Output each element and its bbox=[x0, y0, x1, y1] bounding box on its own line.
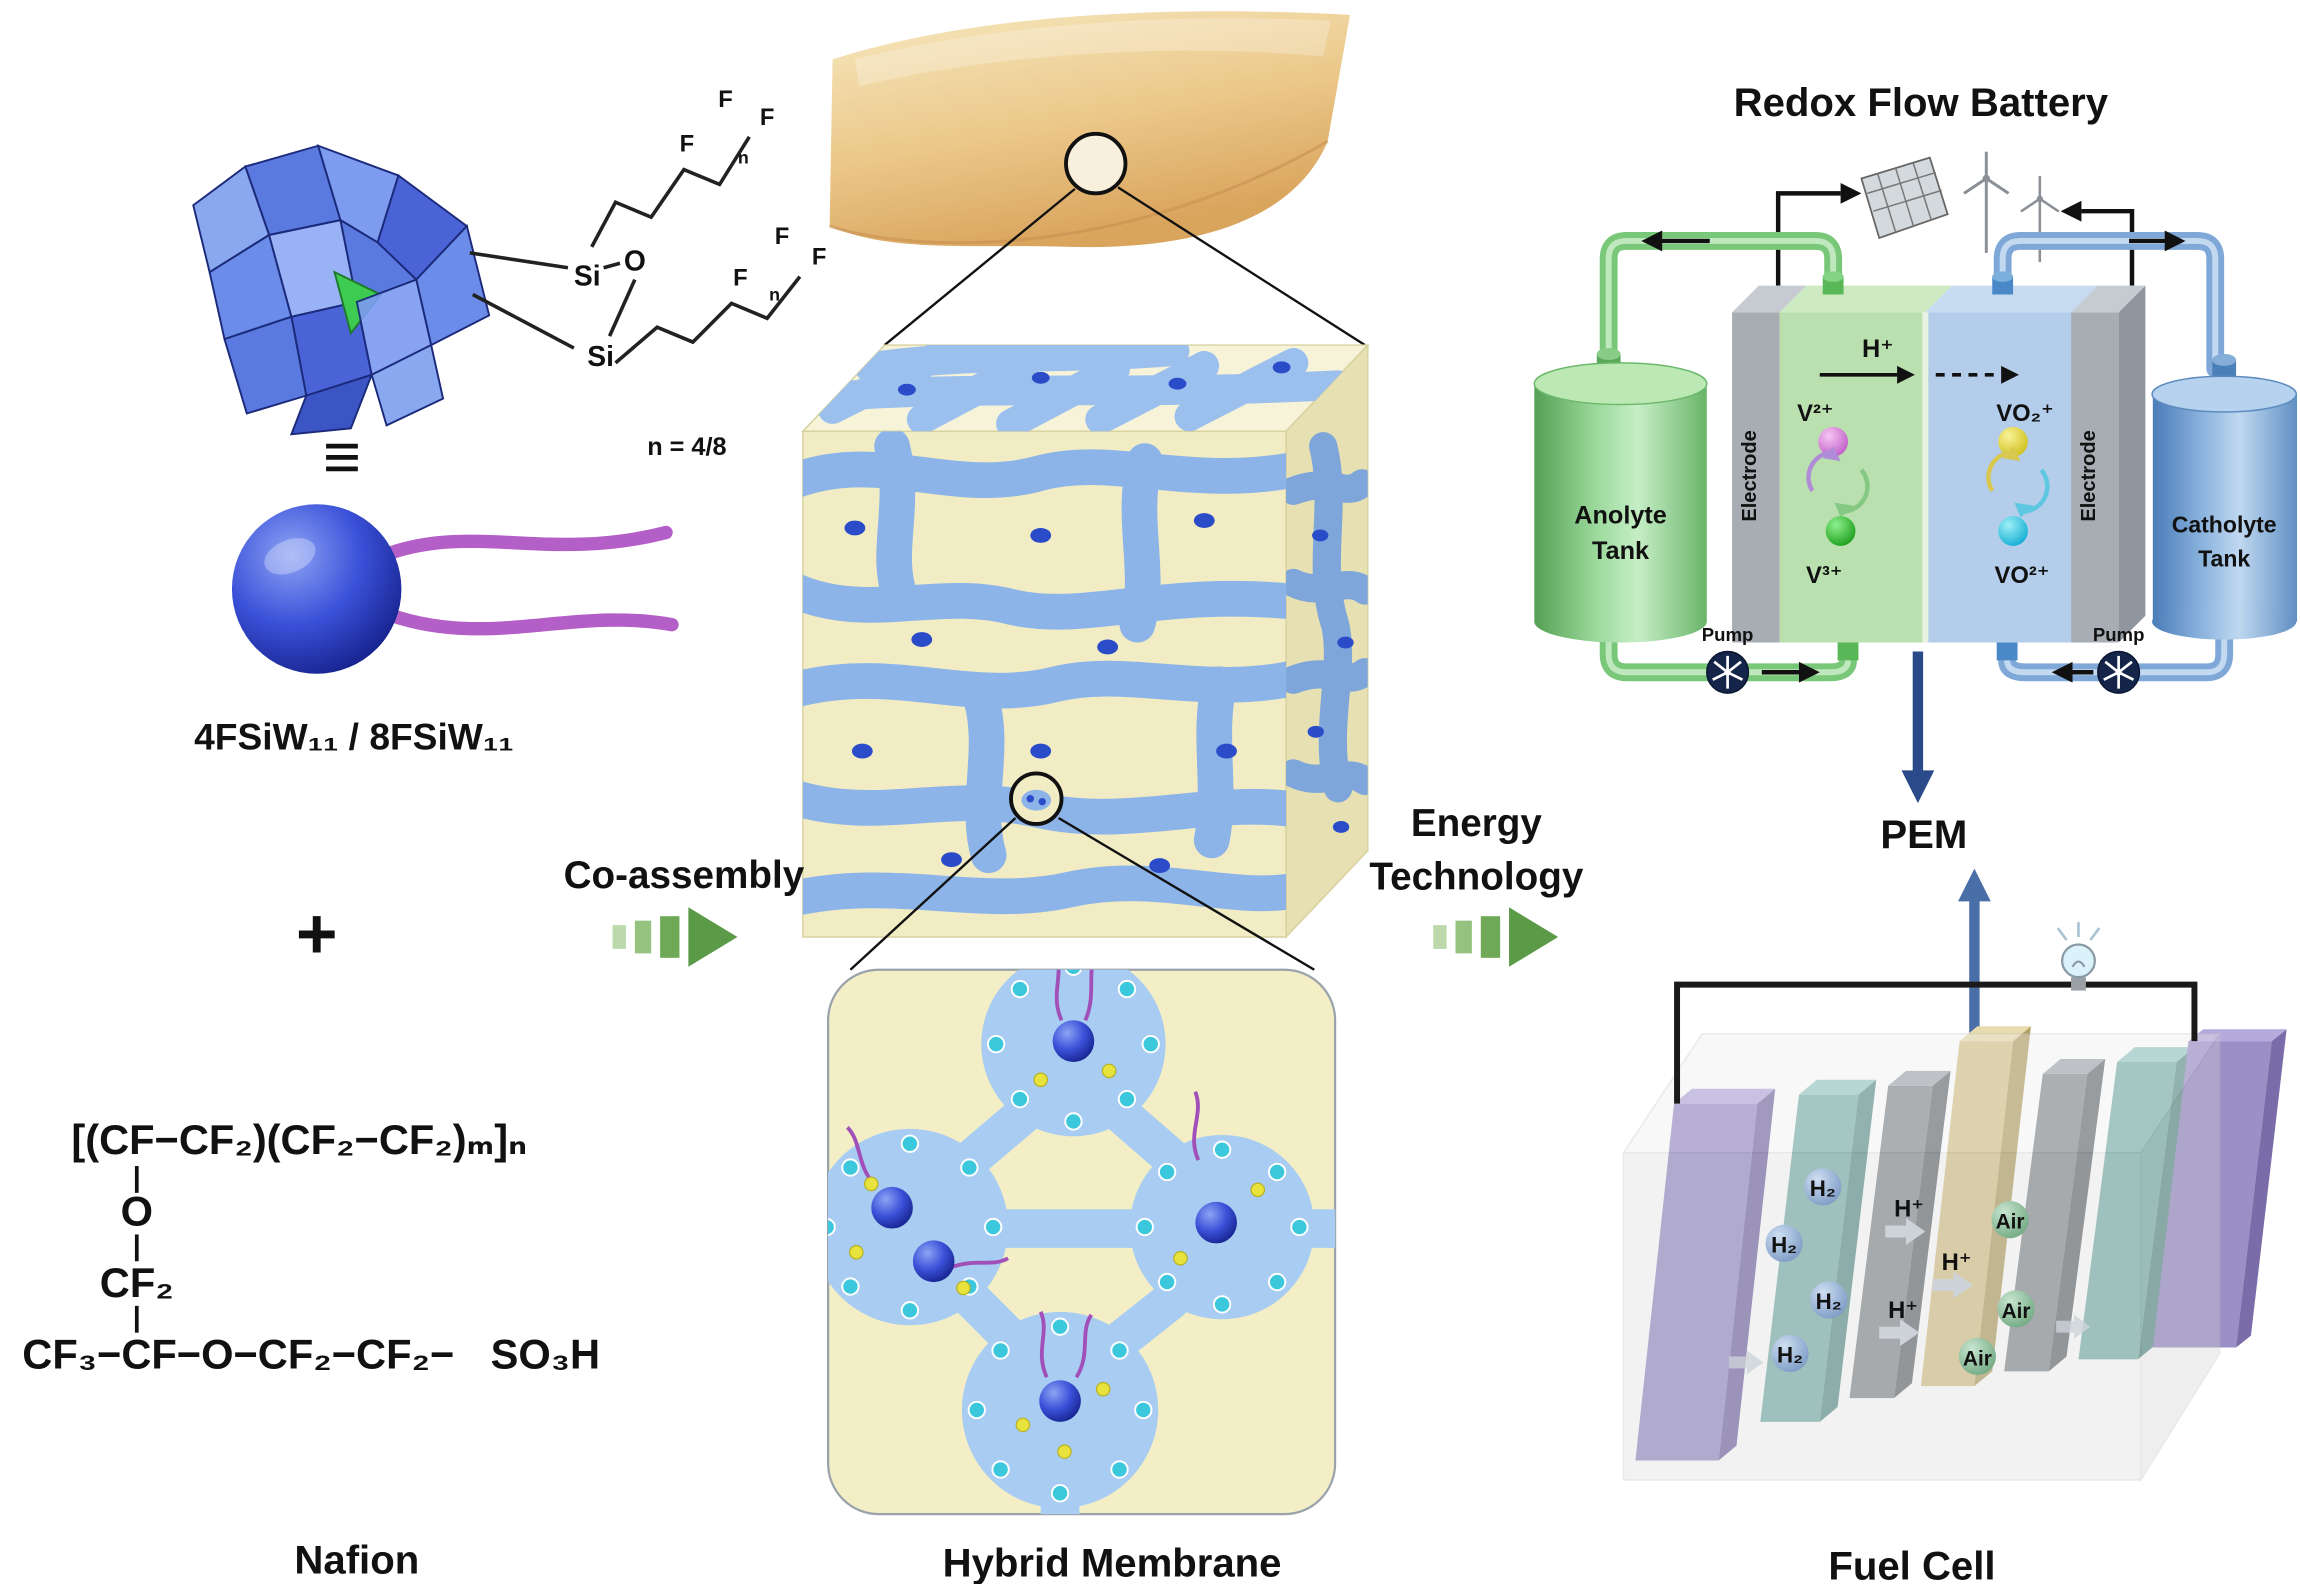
pom-cluster-graphic bbox=[192, 144, 491, 436]
catholyte-ions bbox=[1986, 426, 2050, 546]
n-equation: n = 4/8 bbox=[647, 433, 726, 461]
pom-compound-name: 4FSiW₁₁ / 8FSiW₁₁ bbox=[194, 716, 513, 758]
energy-label-line2: Technology bbox=[1369, 855, 1584, 898]
nafion-structure: [(CF−CF₂)(CF₂−CF₂)ₘ]ₙ O CF₂ CF₃−CF−O−CF₂… bbox=[22, 1116, 600, 1377]
anolyte-ions bbox=[1806, 426, 1870, 546]
rfb-title: Redox Flow Battery bbox=[1734, 80, 2109, 125]
f-label: F bbox=[733, 265, 748, 292]
fc-hplus-label: H⁺ bbox=[1942, 1249, 1972, 1276]
air-spheres bbox=[1958, 1201, 2035, 1376]
pump-left-label: Pump bbox=[1702, 624, 1754, 645]
h2-label: H₂ bbox=[1771, 1232, 1797, 1257]
anolyte-tank-label-1: Anolyte bbox=[1574, 502, 1667, 530]
f-label: F bbox=[775, 223, 790, 250]
catholyte-tank-label-2: Tank bbox=[2198, 546, 2250, 572]
fuel-cell-graphic bbox=[1622, 922, 2287, 1483]
electrode-label-left: Electrode bbox=[1739, 430, 1761, 521]
si-label-1: Si bbox=[574, 260, 601, 292]
f-label: F bbox=[812, 244, 827, 271]
h2-label: H₂ bbox=[1777, 1342, 1803, 1367]
anolyte-tank bbox=[1533, 348, 1708, 643]
o-bridge-label: O bbox=[624, 245, 646, 277]
fuel-cell-casing bbox=[1622, 1031, 2222, 1483]
vo2plus-label: VO₂⁺ bbox=[1996, 400, 2053, 427]
membrane-zoom-graphic bbox=[827, 968, 1337, 1516]
nafion-backbone: [(CF−CF₂)(CF₂−CF₂)ₘ]ₙ bbox=[71, 1116, 527, 1163]
catholyte-tank bbox=[2151, 353, 2298, 640]
anolyte-tank-label-2: Tank bbox=[1592, 537, 1650, 565]
silane-chains-graphic bbox=[469, 135, 802, 365]
f-label: F bbox=[760, 104, 775, 131]
sheet-magnifier bbox=[883, 131, 1366, 347]
fuel-cell-title: Fuel Cell bbox=[1828, 1544, 1995, 1584]
air-label: Air bbox=[1996, 1211, 2025, 1234]
coassembly-arrow bbox=[612, 907, 738, 967]
nafion-so3h: SO₃H bbox=[491, 1330, 600, 1377]
membrane-cube-graphic bbox=[801, 343, 1370, 939]
pump-right-label: Pump bbox=[2093, 624, 2145, 645]
f-label: F bbox=[718, 86, 733, 113]
fc-hplus-label: H⁺ bbox=[1888, 1297, 1918, 1324]
pump-left bbox=[1706, 650, 1750, 694]
air-label: Air bbox=[2002, 1300, 2031, 1323]
energy-label-line1: Energy bbox=[1411, 802, 1543, 845]
circuit-wire bbox=[1674, 981, 2198, 1104]
chain-n-label: n bbox=[769, 284, 780, 304]
pom-sphere-model bbox=[231, 504, 679, 674]
pem-label: PEM bbox=[1880, 812, 1967, 857]
nafion-cf2: CF₂ bbox=[100, 1259, 174, 1306]
chain-n-label: n bbox=[738, 148, 749, 168]
equivalence-symbol: ≡ bbox=[323, 420, 361, 493]
v3-label: V³⁺ bbox=[1806, 562, 1842, 589]
nafion-side-chain: CF₃−CF−O−CF₂−CF₂− bbox=[22, 1330, 454, 1377]
fuel-cell-plates bbox=[1635, 1026, 2287, 1461]
pem-arrow-up bbox=[1958, 868, 1991, 1042]
h2-label: H₂ bbox=[1816, 1289, 1842, 1314]
air-label: Air bbox=[1963, 1347, 1992, 1370]
solar-panel-icon bbox=[1860, 156, 1949, 240]
h2-spheres bbox=[1765, 1168, 1848, 1373]
plus-symbol: + bbox=[296, 894, 338, 974]
nafion-label: Nafion bbox=[294, 1538, 419, 1583]
coassembly-label: Co-assembly bbox=[564, 854, 805, 897]
electrode-label-right: Electrode bbox=[2078, 430, 2100, 521]
proton-mini-arrows bbox=[1729, 1218, 2091, 1375]
h2-label: H₂ bbox=[1810, 1176, 1836, 1201]
fc-hplus-label: H⁺ bbox=[1894, 1196, 1924, 1223]
hybrid-membrane-label: Hybrid Membrane bbox=[943, 1541, 1282, 1584]
f-label: F bbox=[680, 131, 695, 158]
vo2-label: VO²⁺ bbox=[1995, 562, 2050, 589]
pump-right bbox=[2097, 650, 2141, 694]
cell-hplus-label: H⁺ bbox=[1862, 335, 1894, 363]
membrane-sheet-graphic bbox=[829, 11, 1350, 248]
energy-arrow bbox=[1433, 907, 1559, 967]
catholyte-tank-label-1: Catholyte bbox=[2172, 511, 2277, 537]
circuit-wires bbox=[1775, 182, 2135, 286]
v2-label: V²⁺ bbox=[1797, 400, 1833, 427]
proton-transport-arrows bbox=[1819, 365, 2020, 384]
si-label-2: Si bbox=[587, 340, 614, 372]
nafion-o: O bbox=[121, 1188, 153, 1235]
lightbulb-icon bbox=[2056, 922, 2101, 991]
flow-arrows bbox=[1641, 230, 2186, 683]
pem-arrow-down bbox=[1901, 651, 1935, 804]
cube-magnifier bbox=[849, 771, 1315, 971]
